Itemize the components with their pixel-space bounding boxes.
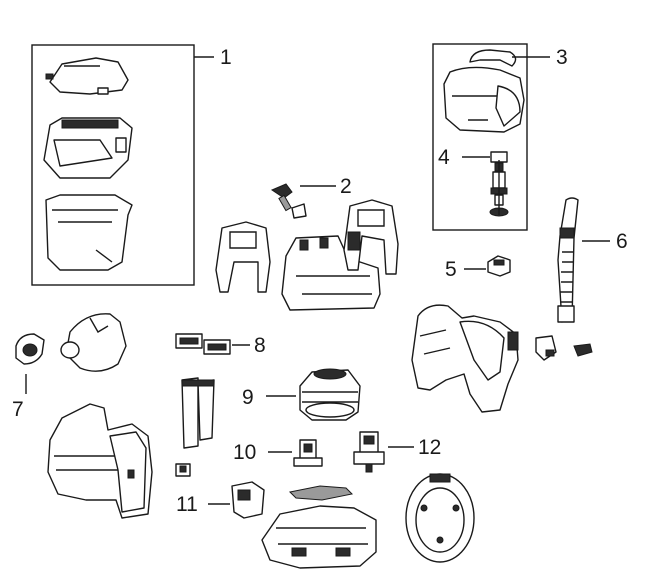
group-3-4-frame [432, 43, 528, 231]
callout-label-4: 4 [438, 146, 450, 169]
part-group-1-tank-assembly: 1 [31, 44, 232, 286]
group-1-frame [31, 44, 195, 286]
callout-label-9: 9 [242, 386, 254, 409]
callout-label-6: 6 [616, 230, 628, 253]
valve-part-12: 12 [353, 431, 441, 473]
clip-pair-part-8: 8 [175, 333, 266, 357]
tank-base-part [45, 194, 133, 271]
side-shroud-part [411, 304, 593, 413]
callout-label-3: 3 [556, 46, 568, 69]
callout-label-7: 7 [12, 398, 24, 421]
tank-lid-part [45, 57, 129, 95]
latch-part-2: 2 [270, 175, 352, 219]
motor-part-9: 9 [242, 368, 361, 421]
bracket-part-11: 11 [176, 481, 265, 519]
base-housing-part [261, 485, 377, 569]
callout-label-10: 10 [233, 441, 256, 464]
upper-housing-part [215, 199, 399, 311]
callout-label-8: 8 [254, 334, 266, 357]
part-group-3-4-clean-tank: 3 4 [432, 43, 568, 231]
callout-label-1: 1 [220, 46, 232, 69]
callout-label-2: 2 [340, 175, 352, 198]
clean-tank-part [443, 66, 525, 133]
pump-part-10: 10 [233, 439, 323, 467]
hose-part-6: 6 [557, 197, 628, 323]
tank-top-part [43, 117, 133, 179]
clip-part-7: 7 [12, 333, 45, 421]
round-base-plate-part [405, 473, 475, 563]
callout-label-5: 5 [445, 258, 457, 281]
callout-label-11: 11 [176, 493, 198, 516]
lower-housing-left-part [47, 403, 153, 519]
tank-handle-part [469, 49, 517, 67]
filter-disk-part [60, 313, 127, 372]
knob-part-5: 5 [445, 255, 511, 281]
callout-label-12: 12 [418, 436, 441, 459]
nozzle-tubes-part [175, 377, 215, 477]
tank-valve-part [489, 151, 509, 217]
